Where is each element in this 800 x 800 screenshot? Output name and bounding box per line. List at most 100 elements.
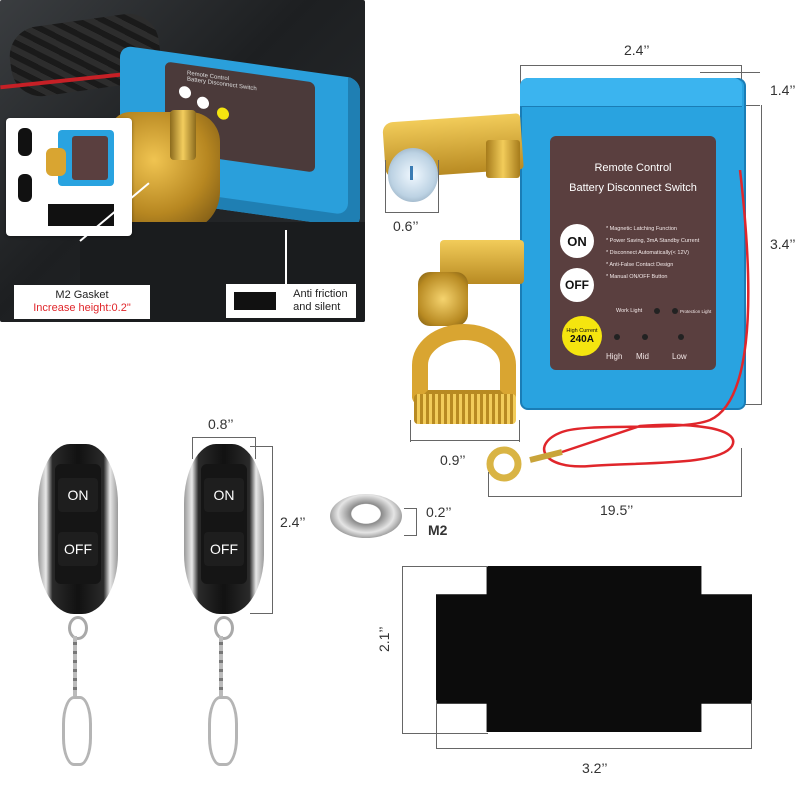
- level-led-high: [614, 334, 620, 340]
- photo-panel-text: Remote Control Battery Disconnect Switch: [187, 70, 257, 93]
- inset-terminal: [46, 148, 66, 176]
- m2-washer: [330, 494, 402, 538]
- pad-leader: [285, 230, 287, 284]
- installation-photo: Remote Control Battery Disconnect Switch…: [0, 0, 365, 322]
- dim-device-height: 3.4’’: [770, 236, 796, 252]
- remote-2-chain: [219, 636, 223, 696]
- dim-line-cable: [488, 496, 742, 497]
- photo-yellow-badge: [217, 106, 229, 121]
- dim-line-pad-width: [436, 748, 752, 749]
- current-badge: High Current 240A: [562, 316, 602, 356]
- remote-2-clip: [208, 696, 238, 766]
- level-label-mid: Mid: [636, 352, 649, 361]
- device-title-2: Battery Disconnect Switch: [569, 182, 697, 194]
- dim-tick-pad-width-l: [436, 700, 437, 749]
- device-off-button[interactable]: OFF: [560, 268, 594, 302]
- dim-line-remote-width: [192, 437, 256, 438]
- protection-light-led: [672, 308, 678, 314]
- dim-device-depth: 1.4’’: [770, 82, 796, 98]
- dim-pad-height: 2.1’’: [376, 626, 392, 652]
- remote-2-keyring: [208, 616, 238, 766]
- dim-tick-remote-width-r: [255, 437, 256, 459]
- remote-1-off-button[interactable]: OFF: [58, 532, 98, 566]
- dim-device-width: 2.4’’: [624, 42, 650, 58]
- remote-2-ring-top: [214, 616, 234, 640]
- remote-2: ON OFF: [184, 444, 264, 614]
- remote-2-face: ON OFF: [201, 464, 247, 584]
- dim-tick-terminal-top-l: [385, 160, 386, 212]
- clamp-screw: [414, 394, 516, 424]
- inset-remote-1: [18, 128, 32, 156]
- remote-1-face: ON OFF: [55, 464, 101, 584]
- remote-2-on-button[interactable]: ON: [204, 478, 244, 512]
- work-light-led: [654, 308, 660, 314]
- feature-1: * Magnetic Latching Function: [606, 226, 677, 232]
- inset-box: [58, 130, 114, 186]
- dim-terminal-clamp: 0.9’’: [440, 452, 466, 468]
- dim-tick-clamp-r: [519, 420, 520, 442]
- dim-tick-height-b: [740, 404, 762, 405]
- inset-pad: [48, 204, 114, 226]
- dim-tick-remote-height-b: [250, 613, 273, 614]
- remote-1-keyring: [62, 616, 92, 766]
- dim-line-height: [761, 105, 762, 405]
- feature-3: * Disconnect Automatically(< 12V): [606, 250, 689, 256]
- dim-remote-width: 0.8’’: [208, 416, 234, 432]
- gasket-callout-note: Increase height:0.2": [33, 302, 131, 314]
- dim-line-depth-top: [700, 72, 760, 73]
- inset-box-panel: [72, 136, 108, 180]
- device-on-button[interactable]: ON: [560, 224, 594, 258]
- photo-off-dot: [197, 95, 209, 110]
- work-light-label: Work Light: [616, 308, 643, 314]
- dim-line-clamp: [410, 440, 520, 441]
- dim-terminal-top: 0.6’’: [393, 218, 419, 234]
- dim-tick-remote-width-l: [192, 437, 193, 459]
- dim-line-terminal-top: [385, 212, 439, 213]
- top-terminal-bolt: [486, 140, 520, 178]
- dim-tick-washer-t: [404, 508, 417, 509]
- kit-inset: [6, 118, 132, 236]
- remote-2-off-button[interactable]: OFF: [204, 532, 244, 566]
- dim-tick-cable-l: [488, 472, 489, 497]
- dim-remote-height: 2.4’’: [280, 514, 306, 530]
- dim-line-pad-height: [402, 566, 403, 734]
- pad-callout-icon: [234, 292, 277, 310]
- remote-1: ON OFF: [38, 444, 118, 614]
- feature-5: * Manual ON/OFF Button: [606, 274, 668, 280]
- photo-on-dot: [179, 85, 191, 100]
- level-led-low: [678, 334, 684, 340]
- gasket-callout: M2 Gasket Increase height:0.2": [14, 285, 150, 319]
- current-badge-value: 240A: [570, 333, 594, 345]
- dim-tick-washer-b: [404, 535, 417, 536]
- pad-callout: Anti friction and silent: [226, 284, 356, 318]
- device-title-1: Remote Control: [594, 162, 672, 174]
- level-led-mid: [642, 334, 648, 340]
- red-cable: [486, 170, 750, 482]
- device-panel: Remote Control Battery Disconnect Switch…: [550, 136, 716, 370]
- anti-friction-pad: [436, 566, 752, 732]
- level-label-low: Low: [672, 352, 687, 361]
- top-terminal-cap: [388, 148, 438, 202]
- switch-device: Remote Control Battery Disconnect Switch…: [520, 78, 746, 410]
- remote-1-chain: [73, 636, 77, 696]
- dim-line-width: [520, 65, 742, 66]
- remote-1-on-button[interactable]: ON: [58, 478, 98, 512]
- device-top-face: [520, 78, 742, 107]
- clamp-nut: [418, 272, 468, 326]
- dim-tick-pad-height-b: [402, 733, 488, 734]
- dim-line-remote-height: [272, 446, 273, 614]
- remote-1-clip: [62, 696, 92, 766]
- dim-tick-terminal-top-r: [438, 160, 439, 212]
- dim-tick-cable-r: [741, 448, 742, 497]
- inset-remote-2: [18, 174, 32, 202]
- dim-cable-length: 19.5’’: [600, 502, 634, 518]
- current-badge-top: High Current: [566, 327, 598, 334]
- dim-pad-width: 3.2’’: [582, 760, 608, 776]
- dim-washer-height: 0.2’’: [426, 504, 452, 520]
- remote-1-ring-top: [68, 616, 88, 640]
- top-terminal-mark: [410, 166, 413, 180]
- gasket-callout-title: M2 Gasket: [55, 289, 109, 301]
- washer-label: M2: [428, 522, 448, 538]
- protection-light-label: Protection Light: [680, 309, 712, 314]
- feature-4: * Anti-False Contact Design: [606, 262, 674, 268]
